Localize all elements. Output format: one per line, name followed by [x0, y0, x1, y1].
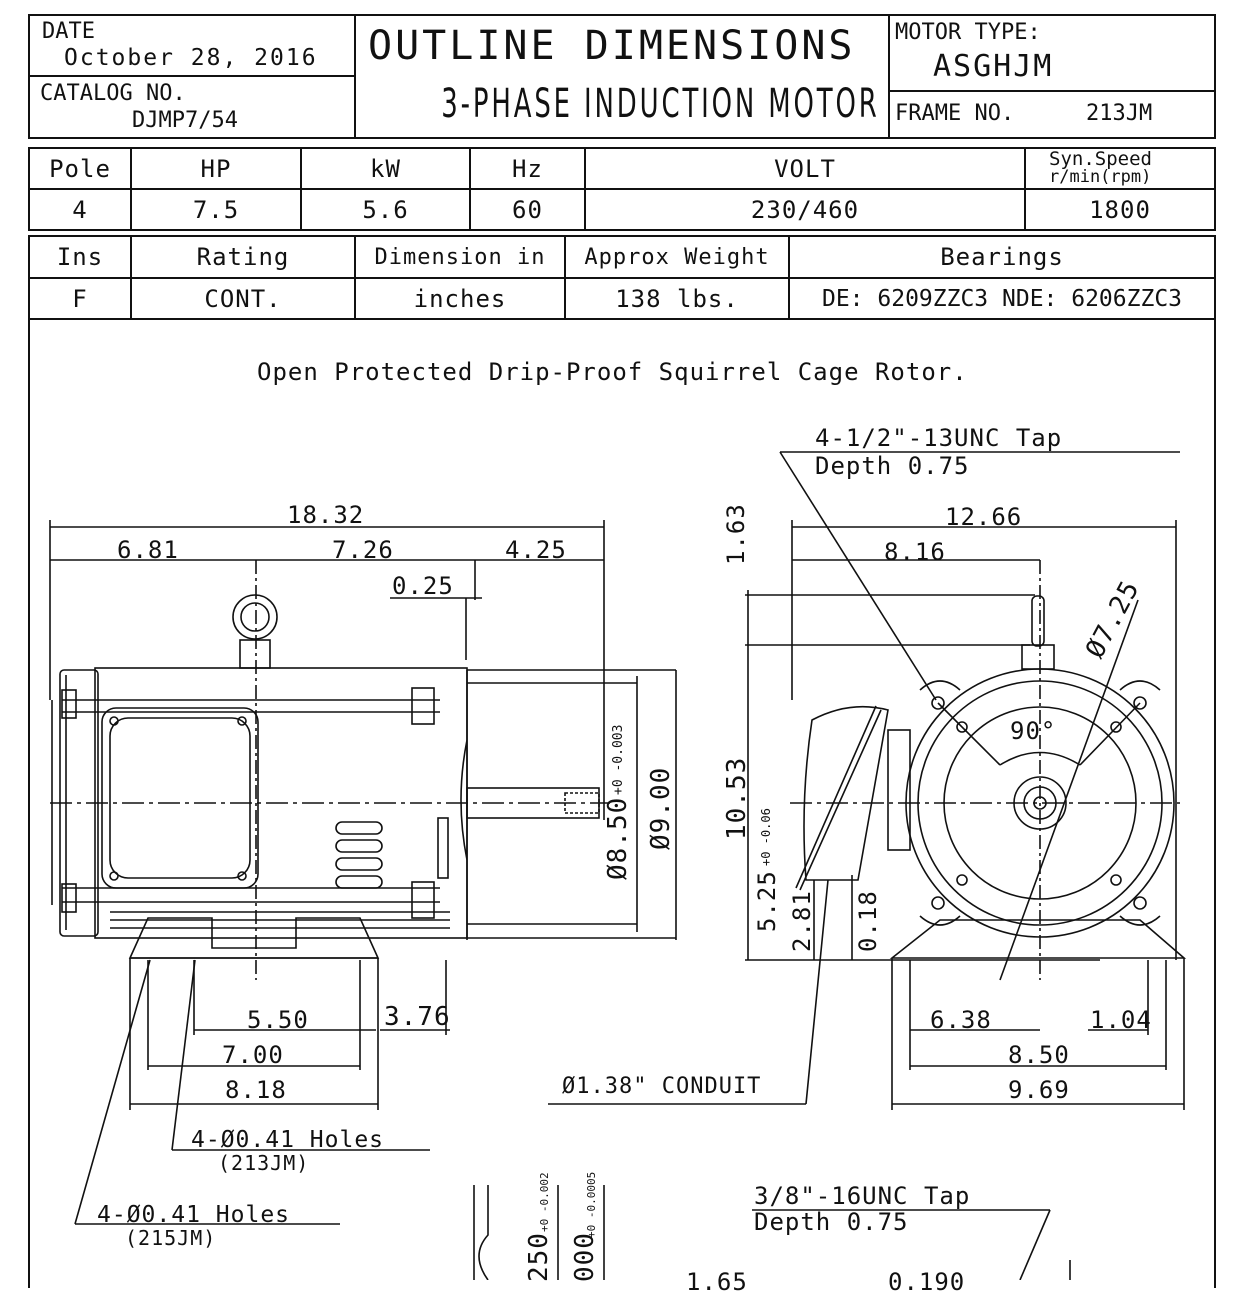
header-hz: Hz: [512, 154, 543, 183]
spec1-col-4: [584, 147, 586, 231]
value-weight: 138 lbs.: [615, 284, 739, 313]
conduit-note: Ø1.38" CONDUIT: [562, 1074, 762, 1099]
bottom-val-2: 000: [570, 1232, 600, 1282]
dim-angle: 90°: [1010, 717, 1057, 745]
date-value: October 28, 2016: [64, 45, 318, 71]
dim-side-1: 6.81: [117, 536, 179, 564]
holes-215: 4-Ø0.41 Holes: [97, 1202, 291, 1228]
header-hp: HP: [200, 154, 232, 183]
bottom-val-3: 1.65: [686, 1268, 748, 1296]
dim-shaft-tol: +0 -0.003: [611, 724, 626, 795]
dim-side-2: 7.26: [332, 536, 394, 564]
value-bearings: DE: 6209ZZC3 NDE: 6206ZZC3: [821, 285, 1183, 312]
header-syn-speed: Syn.Speed: [1049, 148, 1152, 170]
spec1-col-2: [300, 147, 302, 231]
header-bearings: Bearings: [940, 243, 1064, 271]
bottom-tol-1: +0 -0.002: [538, 1172, 551, 1232]
frame-label: FRAME NO.: [895, 101, 1015, 126]
dim-end-clearance: 0.18: [854, 890, 882, 952]
dim-end-base: 2.81: [788, 890, 816, 952]
spec2-col-2: [354, 235, 356, 320]
spec1-col-5: [1024, 147, 1026, 231]
page-title: OUTLINE DIMENSIONS: [368, 23, 856, 69]
motor-description: Open Protected Drip-Proof Squirrel Cage …: [257, 358, 968, 386]
spec2-col-1: [130, 235, 132, 320]
dim-end-foot-3: 8.50: [1008, 1041, 1070, 1069]
dim-foot-2: 3.76: [384, 1002, 451, 1032]
dim-side-4: 0.25: [392, 572, 454, 600]
spec1-col-3: [469, 147, 471, 231]
value-syn-speed: 1800: [1089, 195, 1151, 224]
page-subtitle: 3-PHASE INDUCTION MOTOR: [441, 81, 880, 127]
frame-value: 213JM: [1086, 101, 1153, 126]
dim-end-half: 8.16: [884, 538, 946, 566]
tap-note-2: 3/8"-16UNC Tap: [754, 1182, 971, 1210]
value-kw: 5.6: [362, 195, 409, 224]
spec2-col-3: [564, 235, 566, 320]
header-divider-2: [888, 14, 890, 139]
dim-end-center: 5.25: [753, 870, 781, 932]
header-rating: Rating: [196, 243, 290, 271]
value-volt: 230/460: [750, 195, 860, 224]
catalog-value: DJMP7/54: [132, 108, 238, 133]
dim-end-foot-2: 1.04: [1090, 1006, 1152, 1034]
value-hp: 7.5: [192, 195, 240, 224]
bottom-tol-2: +0 -0.0005: [585, 1171, 598, 1238]
dim-foot-4: 8.18: [225, 1076, 287, 1104]
bottom-val-1: 250: [524, 1232, 554, 1282]
header-ins: Ins: [56, 243, 104, 271]
holes-215-sub: (215JM): [125, 1226, 217, 1250]
dim-end-foot-1: 6.38: [930, 1006, 992, 1034]
dim-flange-dia: Ø9.00: [646, 766, 676, 850]
spec-table-2-hline: [28, 277, 1216, 279]
header-rpm: r/min(rpm): [1049, 167, 1152, 187]
dim-side-3: 4.25: [505, 536, 567, 564]
dim-end-height: 10.53: [722, 756, 752, 840]
dim-end-foot-4: 9.69: [1008, 1076, 1070, 1104]
dim-end-overall: 12.66: [945, 503, 1023, 531]
header-weight: Approx Weight: [584, 244, 770, 270]
spec2-col-4: [788, 235, 790, 320]
header-pole: Pole: [49, 154, 111, 183]
motor-type-label: MOTOR TYPE:: [895, 20, 1041, 45]
bottom-view: [473, 1185, 1071, 1280]
bottom-val-4: 0.190: [888, 1268, 966, 1296]
dim-shaft-dia: Ø8.50: [603, 796, 633, 880]
dim-end-center-tol: +0 -0.06: [759, 808, 773, 866]
drawing-frame: [28, 318, 1216, 1288]
subtitle-wrap: 3-PHASE INDUCTION MOTOR: [356, 84, 888, 124]
side-view: [49, 520, 677, 1225]
date-label: DATE: [42, 19, 95, 44]
value-rating: CONT.: [204, 284, 282, 313]
holes-213: 4-Ø0.41 Holes: [191, 1127, 385, 1153]
header-dimension: Dimension in: [374, 244, 546, 270]
value-dimension: inches: [413, 284, 507, 313]
tap-note-1-depth: Depth 0.75: [815, 452, 970, 480]
dim-foot-1: 5.50: [247, 1006, 309, 1034]
dim-overall-side: 18.32: [287, 501, 365, 529]
value-ins: F: [72, 284, 88, 313]
dim-foot-3: 7.00: [222, 1041, 284, 1069]
spec1-col-1: [130, 147, 132, 231]
catalog-label: CATALOG NO.: [40, 81, 186, 106]
header-kw: kW: [370, 154, 401, 183]
motor-type-value: ASGHJM: [933, 49, 1054, 84]
spec-table-1-hline: [28, 188, 1216, 190]
tap-note-1: 4-1/2"-13UNC Tap: [815, 424, 1063, 452]
dim-end-top: 1.63: [722, 503, 750, 565]
header-hline-right: [888, 90, 1216, 92]
end-view: [548, 451, 1187, 1110]
header-volt: VOLT: [774, 154, 836, 183]
holes-213-sub: (213JM): [218, 1151, 310, 1175]
value-hz: 60: [512, 195, 543, 224]
value-pole: 4: [72, 195, 88, 224]
header-hline-left: [28, 75, 356, 77]
tap-note-2-depth: Depth 0.75: [754, 1208, 909, 1236]
